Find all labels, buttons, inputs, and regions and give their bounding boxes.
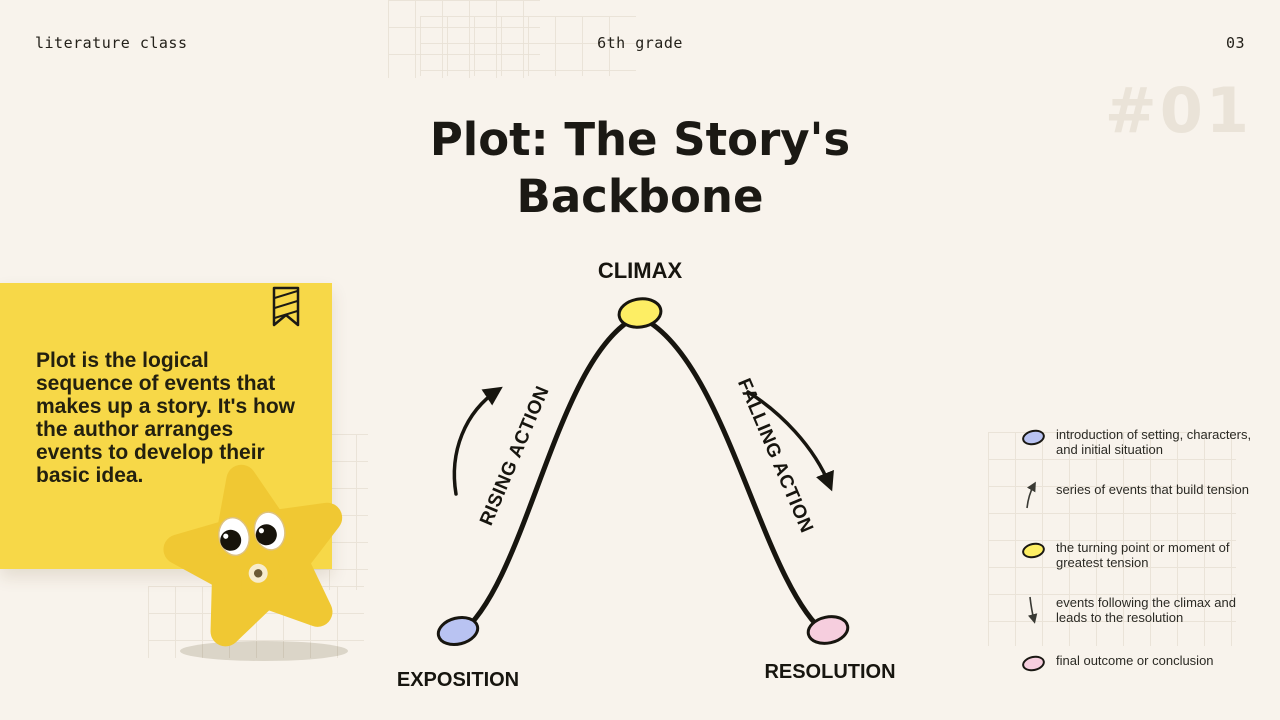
rising-action-label: RISING ACTION (476, 383, 554, 529)
grid-decoration (420, 16, 636, 76)
bookmark-icon (270, 285, 302, 334)
rising-arrow-icon (1022, 481, 1045, 516)
slide-watermark: #01 (1104, 74, 1252, 147)
page-number: 03 (1225, 34, 1245, 52)
rising-action-arrow (452, 386, 503, 496)
legend-item-exposition: introduction of setting, characters, and… (1020, 427, 1262, 458)
grade-label: 6th grade (597, 34, 683, 52)
exposition-point (436, 615, 480, 647)
star-plush-mascot (156, 448, 361, 671)
climax-label: CLIMAX (598, 258, 683, 283)
legend-text: series of events that build tension (1056, 481, 1249, 497)
legend-text: final outcome or conclusion (1056, 652, 1214, 668)
legend-text: introduction of setting, characters, and… (1056, 427, 1252, 457)
legend-item-rising-action: series of events that build tension (1022, 481, 1262, 516)
climax-point (617, 297, 663, 329)
course-label: literature class (35, 34, 188, 52)
plot-legend: introduction of setting, characters, and… (1020, 427, 1262, 696)
legend-item-climax: the turning point or moment of greatest … (1020, 539, 1262, 571)
resolution-oval-icon (1020, 653, 1047, 673)
exposition-label: EXPOSITION (397, 669, 519, 691)
resolution-label: RESOLUTION (764, 661, 895, 683)
legend-text: events following the climax and leads to… (1056, 594, 1236, 625)
exposition-oval-icon (1020, 427, 1047, 448)
star-shadow (180, 641, 348, 661)
grid-decoration (988, 432, 1236, 646)
resolution-point (806, 615, 850, 645)
plot-definition-text: Plot is the logical sequence of events t… (36, 349, 296, 488)
falling-action-arrow (746, 390, 834, 492)
legend-item-falling-action: events following the climax and leads to… (1022, 594, 1262, 629)
legend-item-resolution: final outcome or conclusion (1020, 652, 1262, 673)
falling-arrow-icon (1022, 594, 1045, 629)
definition-sticky-note: Plot is the logical sequence of events t… (0, 283, 332, 569)
star-body (163, 464, 343, 647)
falling-action-label: FALLING ACTION (733, 375, 817, 536)
plot-structure-diagram: CLIMAX EXPOSITION RESOLUTION RISING ACTI… (397, 258, 896, 691)
climax-oval-icon (1020, 540, 1047, 561)
page-title: Plot: The Story's Backbone (429, 113, 851, 223)
legend-text: the turning point or moment of greatest … (1056, 539, 1230, 570)
